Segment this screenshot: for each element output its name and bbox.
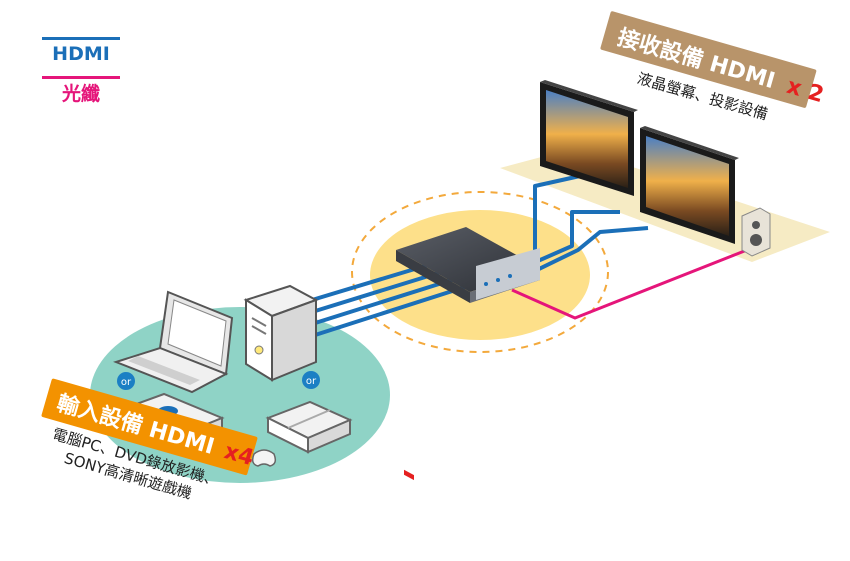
fiber-cable: [511, 246, 753, 320]
display-monitor-1: [540, 80, 638, 196]
hdmi-cable-input-4: [310, 284, 470, 338]
legend: HDMI 光纖: [42, 37, 120, 105]
legend-hdmi-line: [42, 37, 120, 40]
hub-zone-dashed-ring: [351, 191, 609, 353]
hub-indicator-light: [404, 469, 414, 481]
legend-hdmi-label: HDMI: [52, 43, 110, 65]
legend-fiber-line: [42, 76, 120, 79]
display-monitor-2: [640, 126, 739, 244]
svg-text:or: or: [121, 377, 132, 388]
hdmi-cable-input-3: [310, 276, 460, 326]
hdmi-hub-device: [396, 227, 540, 481]
or-badge-2: or: [302, 371, 320, 389]
svg-text:or: or: [306, 376, 317, 387]
legend-fiber-label: 光纖: [61, 82, 100, 105]
game-console-device: [265, 400, 353, 454]
speaker-device: [741, 207, 771, 257]
or-badge-1: or: [117, 372, 135, 390]
desktop-pc-tower: [243, 284, 319, 382]
laptop-device: [113, 290, 234, 394]
gamepad-icon: [251, 449, 277, 467]
